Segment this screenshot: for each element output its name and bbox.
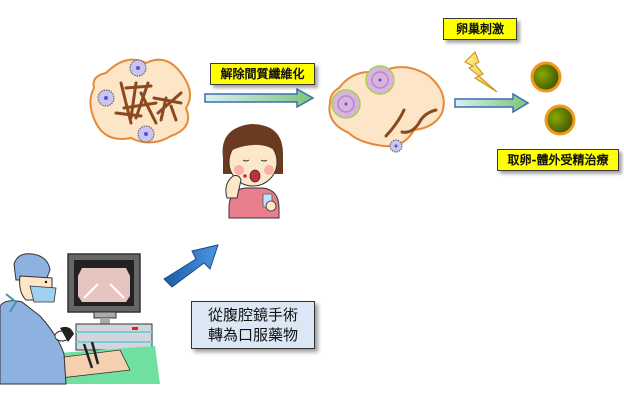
big-arrow-up-right bbox=[163, 244, 219, 288]
laparoscopic-surgery-illustration bbox=[0, 253, 160, 385]
woman-taking-oral-medicine-illustration bbox=[222, 124, 283, 219]
surgery-to-oral-medicine-label: 從腹腔鏡手術 轉為口服藥物 bbox=[191, 301, 315, 349]
arrow-right-2 bbox=[454, 92, 530, 114]
fibrotic-ovary-illustration bbox=[89, 58, 191, 144]
ovarian-stimulation-label: 卵巢刺激 bbox=[443, 18, 517, 40]
label-line-2: 轉為口服藥物 bbox=[207, 326, 298, 344]
eggs-illustration bbox=[530, 61, 576, 136]
recovered-ovary-illustration bbox=[328, 65, 445, 153]
label-line-1: 從腹腔鏡手術 bbox=[207, 306, 298, 324]
dissolve-fibrosis-label: 解除間質纖維化 bbox=[210, 63, 315, 85]
lightning-bolt-icon bbox=[464, 51, 498, 93]
arrow-right-1 bbox=[204, 87, 315, 109]
egg-retrieval-ivf-label: 取卵-體外受精治療 bbox=[497, 149, 619, 171]
